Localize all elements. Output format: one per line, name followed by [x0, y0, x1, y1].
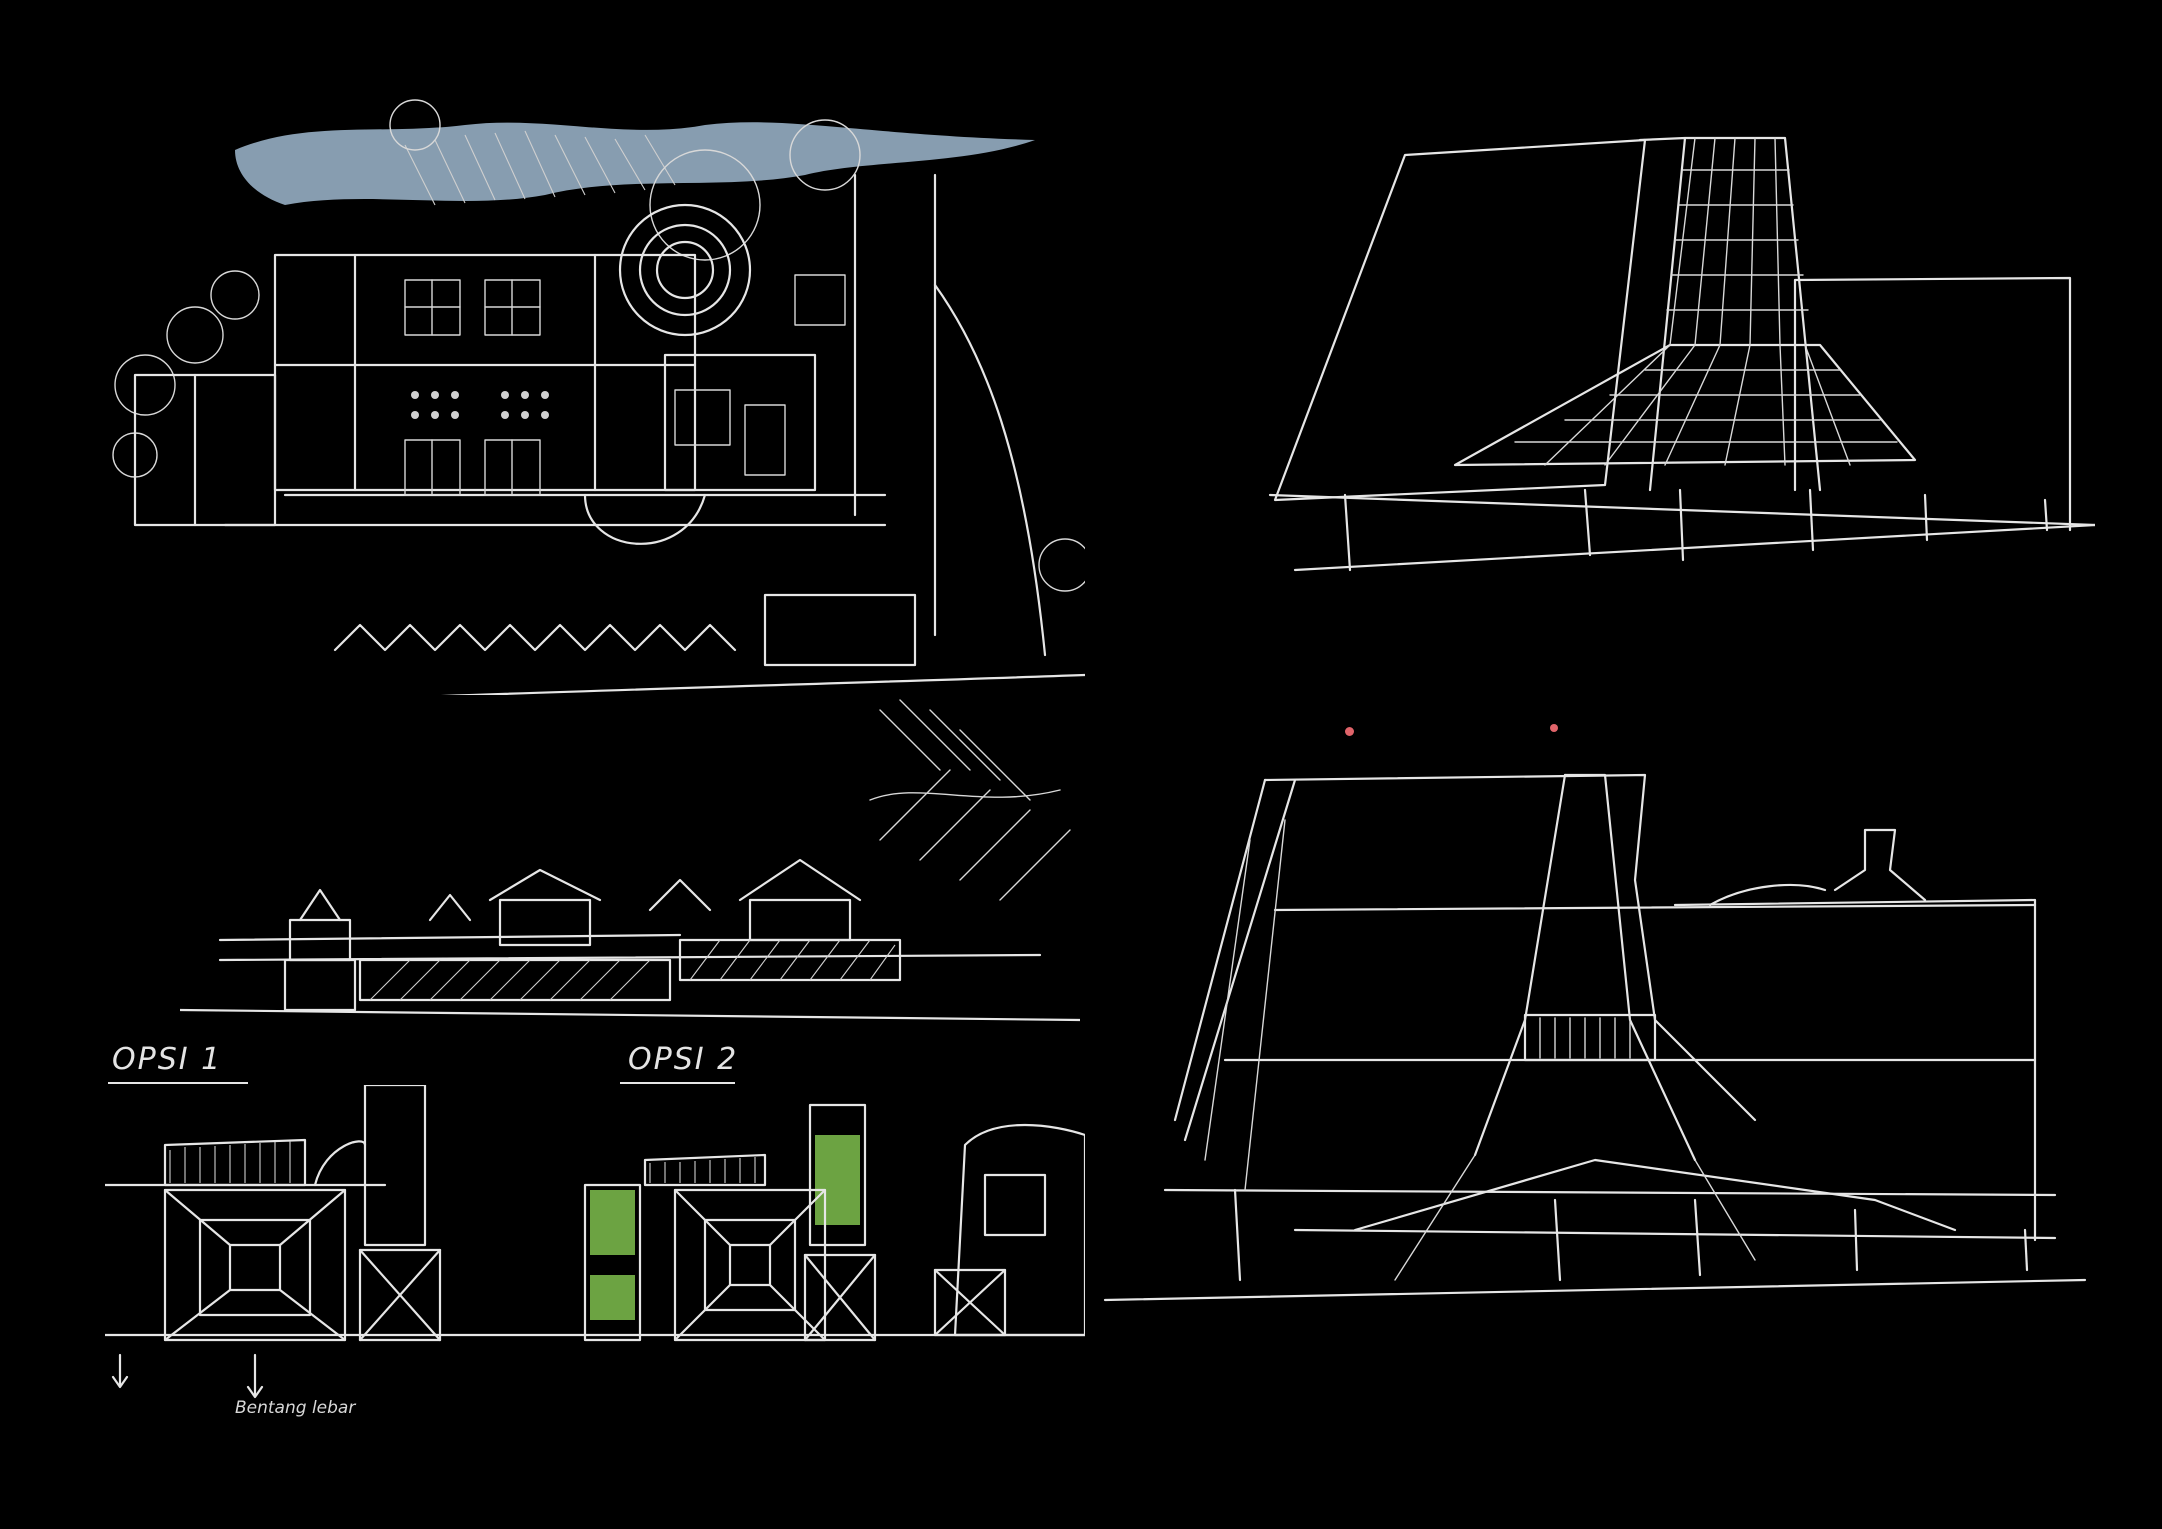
- option-2-underline: [620, 1082, 735, 1088]
- green-panel-3: [815, 1135, 860, 1225]
- site-plan-panel: [105, 95, 1085, 695]
- option-2-label: OPSI 2: [628, 1042, 739, 1077]
- red-dot-1: [1345, 727, 1354, 736]
- option-1-label: OPSI 1: [112, 1042, 223, 1077]
- water-area: [235, 122, 1035, 205]
- perspective-sketch-bottom: [1095, 760, 2095, 1320]
- long-elevation-panel: [180, 840, 1080, 1040]
- side-note-label: Bentang lebar: [235, 1398, 356, 1418]
- perspective-sketch-top: [1265, 130, 2095, 590]
- option-1-underline: [108, 1082, 248, 1088]
- green-panel-1: [590, 1190, 635, 1255]
- landscape-fragment: [860, 690, 1080, 920]
- red-dot-2: [1550, 724, 1558, 732]
- green-panel-2: [590, 1275, 635, 1320]
- option-elevations-panel: [105, 1085, 1085, 1445]
